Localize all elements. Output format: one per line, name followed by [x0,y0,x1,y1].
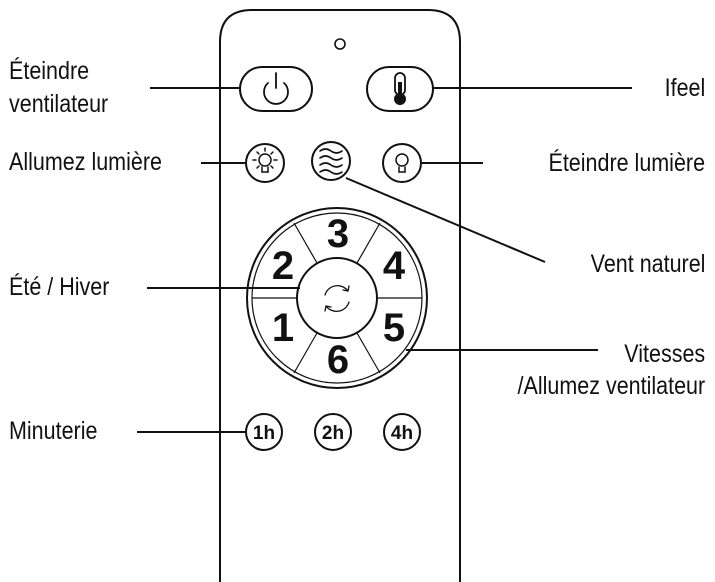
timer-button-2h[interactable]: 2h [314,413,352,451]
label-ifeel: Ifeel [664,74,705,102]
timer-button-1h[interactable]: 1h [245,413,283,451]
light-off-button[interactable] [382,143,422,183]
speed-segment-6[interactable]: 6 [327,338,349,382]
summer-winter-button[interactable] [296,257,378,339]
leader-vent-naturel [345,177,546,263]
timer-label-2h: 2h [322,423,344,444]
wind-icon [319,148,343,175]
speed-segment-1[interactable]: 1 [272,306,294,350]
timer-label-4h: 4h [391,423,413,444]
label-eteindre-ventilateur: Éteindre ventilateur [9,57,109,118]
label-vitesses: Vitesses /Allumez ventilateur [517,340,705,400]
reverse-arrows-icon [324,285,350,312]
timer-button-4h[interactable]: 4h [383,413,421,451]
thermometer-icon [394,72,406,105]
label-minuterie: Minuterie [9,417,98,445]
label-vent-naturel: Vent naturel [590,250,705,278]
speed-segment-5[interactable]: 5 [383,306,405,350]
speed-dial-dividers [252,222,422,374]
speed-segment-4[interactable]: 4 [383,244,406,288]
timer-label-1h: 1h [253,423,275,444]
label-allumez-lumiere: Allumez lumière [9,148,162,176]
speed-segment-2[interactable]: 2 [272,244,294,288]
lightbulb-on-icon [252,147,278,173]
label-ete-hiver: Été / Hiver [9,273,110,301]
light-on-button[interactable] [245,143,285,183]
speed-segment-3[interactable]: 3 [327,212,349,256]
power-button[interactable] [239,66,313,112]
ir-led [334,38,346,50]
natural-wind-button[interactable] [311,141,351,181]
label-eteindre-lumiere: Éteindre lumière [548,149,705,177]
lightbulb-off-icon [395,153,409,173]
remote-body [219,9,461,582]
ifeel-button[interactable] [366,66,434,112]
power-icon [263,72,289,105]
